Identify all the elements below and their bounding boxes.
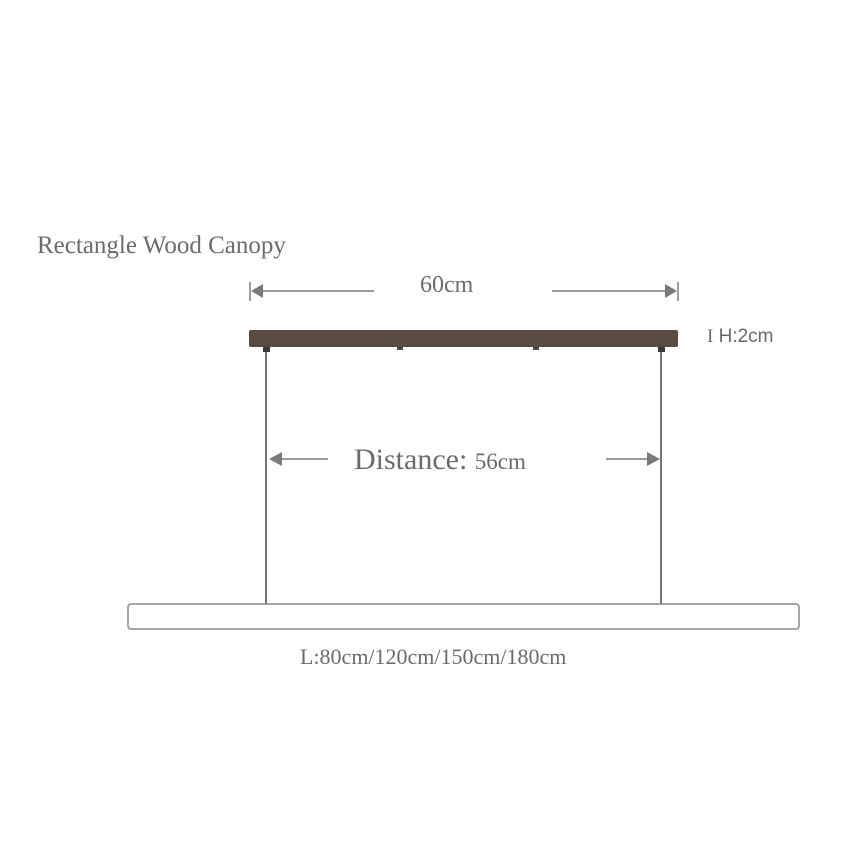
- distance-dimension: [269, 452, 660, 466]
- canopy-height-value: H:2cm: [718, 326, 774, 347]
- distance-label: Distance: 56cm: [354, 443, 526, 477]
- distance-text: Distance:: [354, 443, 468, 476]
- lamp-body: [127, 603, 800, 630]
- canopy-width-dimension: [249, 282, 679, 301]
- diagram-title: Rectangle Wood Canopy: [37, 232, 286, 259]
- length-options-label: L:80cm/120cm/150cm/180cm: [300, 644, 567, 669]
- height-marker-icon: I: [707, 326, 714, 347]
- distance-value: 56cm: [474, 449, 526, 474]
- canopy-width-label: 60cm: [420, 272, 474, 298]
- wood-canopy: [249, 330, 678, 352]
- suspension-wires: [265, 352, 662, 604]
- canopy-height-label: I H:2cm: [707, 326, 774, 348]
